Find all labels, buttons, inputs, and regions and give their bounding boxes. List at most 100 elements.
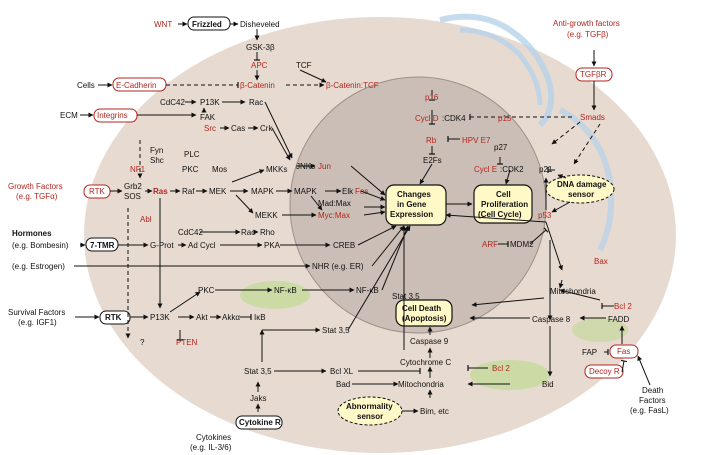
raf-label: Raf [182,187,195,196]
cdc42-top-label: CdC42 [160,98,185,107]
akka-label: Akkα [222,313,240,322]
bcl2-a-label: Bcl 2 [614,302,632,311]
plc-label: PLC [184,150,200,159]
bclxl-label: Bcl XL [330,367,354,376]
mitochondrion-shape [572,318,628,342]
elk-label: Elk [342,187,354,196]
er-membrane [558,107,615,252]
cdk4-label: :CDK4 [442,114,466,123]
bad-label: Bad [336,380,350,389]
pi3k-bottom-label: P13K [150,313,170,322]
bax-label: Bax [594,257,608,266]
mapk-a-label: MAPK [251,187,274,196]
e2fs-label: E2Fs [423,156,442,165]
mitochondrion-shape [240,281,310,309]
rtk-top-label: RTK [89,187,106,196]
jun-label: Jun [318,162,331,171]
ras-label: Ras [153,187,168,196]
crk-label: Crk [260,124,273,133]
bcatenin-tcf-label: β-Catenin:TCF [326,81,379,90]
pkc-bottom-label: PKC [198,286,215,295]
creb-label: CREB [333,241,355,250]
p21-label: p21 [539,165,553,174]
dna-damage-sensor-ellipse [545,174,615,204]
antigrowth-label: Anti-growth factors [553,19,620,28]
stat35-a-label: Stat 3,5 [392,292,420,301]
decoy-box [584,364,624,379]
p53-label: p53 [538,211,552,220]
changes-line-2: in Gene [397,200,427,209]
cytokines-label: Cytokines [196,433,231,442]
changes-line-1: Changes [397,190,431,199]
survival-factors-example: (e.g. IGF1) [18,318,57,327]
fas-label: Fas [617,347,630,356]
cytokine-r-box [235,415,283,430]
ikb-label: IκB [254,313,266,322]
fadd-label: FADD [608,315,630,324]
smads-label: Smads [580,113,605,122]
mdm2-label: MDM2 [510,240,534,249]
abnormality-line-1: Abnormality [346,402,393,411]
pka-label: PKA [264,241,281,250]
akt-label: Akt [196,313,208,322]
bcl2-b-label: Bcl 2 [492,364,510,373]
disheveled-label: Disheveled [240,20,280,29]
src-label: Src [204,124,216,133]
er-membrane [439,13,555,128]
antigrowth-example: (e.g. TGFβ) [567,30,609,39]
changes-gene-expression-box [385,184,447,226]
tcf-top-label: TCF [296,61,312,70]
frizzled-label: Frizzled [192,20,222,29]
cells-label: Cells [77,81,95,90]
proliferation-line-1: Cell [496,190,511,199]
mkks-label: MKKs [266,165,287,174]
caspase8-label: Caspase 8 [532,315,571,324]
proliferation-line-3: (Cell Cycle) [478,210,522,219]
rtk-bottom-label: RTK [105,313,122,322]
dna-damage-line-1: DNA damage [557,180,607,189]
abnormality-line-2: sensor [357,412,383,421]
death-factors-line-2: Factors [639,396,666,405]
abl-label: Abl [140,215,152,224]
estrogen-label: (e.g. Estrogen) [12,262,65,271]
mitochondria-b-label: Mitochondria [398,380,444,389]
jnks-label: JNKs [296,162,315,171]
rho-label: Rho [260,228,275,237]
mek-label: MEK [209,187,227,196]
nf1-label: NF1 [130,165,146,174]
death-line-1: Cell Death [402,304,441,313]
tgfbr-label: TGFβR [580,70,607,79]
mekk-label: MEKK [255,211,278,220]
cell-proliferation-box [473,184,533,224]
integrins-label: Integrins [97,111,128,120]
nfkb-a-label: NF-κB [274,286,297,295]
proliferation-line-2: Proliferation [481,200,528,209]
caspase9-label: Caspase 9 [410,337,449,346]
nhr-label: NHR (e.g. ER) [312,262,364,271]
survival-factors-label: Survival Factors [8,308,65,317]
rb-label: Rb [426,136,437,145]
stat35-c-label: Stat 3,5 [244,367,272,376]
question-label: ? [140,338,145,347]
jaks-label: Jaks [250,394,266,403]
pi3k-top-label: P13K [200,98,220,107]
p15-label: p15 [498,114,512,123]
wnt-label: WNT [154,20,172,29]
death-line-2: (Apoptosis) [402,314,447,323]
cdc42-mid-label: CdC42 [178,228,203,237]
seven-tmr-label: 7-TMR [90,241,115,250]
death-factors-line-1: Death [642,386,663,395]
hpv-label: HPV E7 [462,136,491,145]
cell-death-box [395,299,453,327]
adcycl-label: Ad Cycl [188,241,216,250]
shc-label: Shc [150,156,164,165]
pten-label: PTEN [176,338,198,347]
growth-factors-label: Growth Factors [8,182,63,191]
mapk-b-label: MAPK [294,187,317,196]
grb2-label: Grb2 [124,182,142,191]
gsk3b-label: GSK-3β [246,43,275,52]
fos-label: Fos [355,187,368,196]
p27-label: p27 [494,143,508,152]
cas-label: Cas [231,124,245,133]
